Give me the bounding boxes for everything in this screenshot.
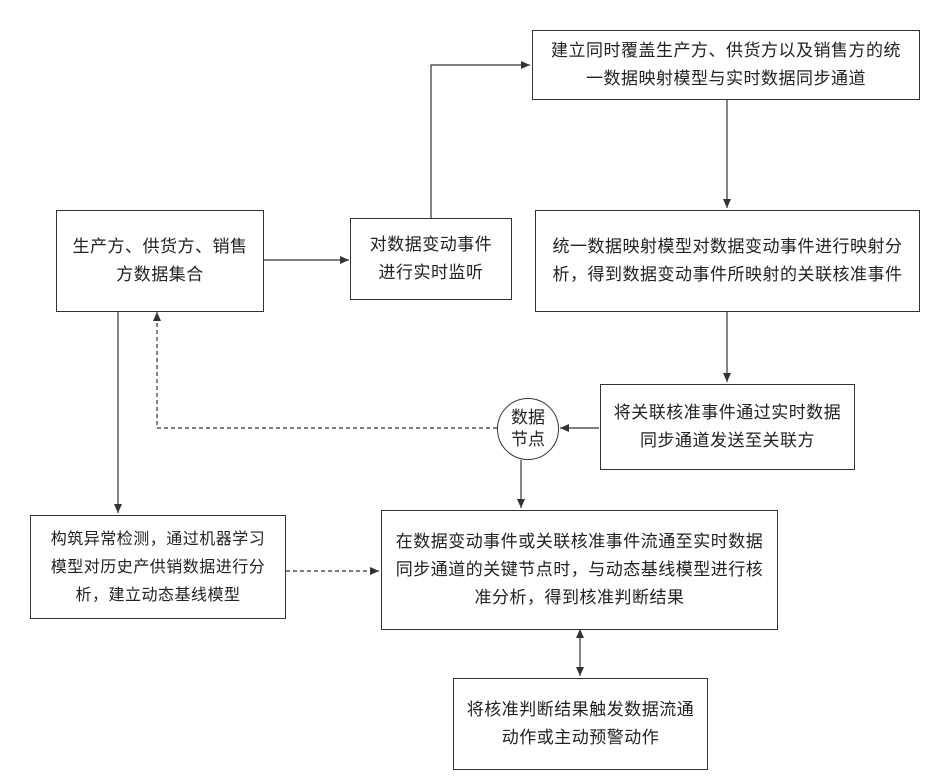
monitor-box: 对数据变动事件进行实时监听 [350, 218, 512, 300]
anomaly-box: 构筑异常检测，通过机器学习模型对历史产供销数据进行分析，建立动态基线模型 [30, 515, 286, 619]
dataset-box: 生产方、供货方、销售方数据集合 [56, 210, 264, 312]
mapping-model-box: 建立同时覆盖生产方、供货方以及销售方的统一数据映射模型与实时数据同步通道 [532, 30, 920, 100]
trigger-label: 将核准判断结果触发数据流通动作或主动预警动作 [466, 696, 695, 752]
data-node-circle: 数据节点 [497, 398, 559, 460]
verify-box: 在数据变动事件或关联核准事件流通至实时数据同步通道的关键节点时，与动态基线模型进… [381, 510, 778, 630]
anomaly-label: 构筑异常检测，通过机器学习模型对历史产供销数据进行分析，建立动态基线模型 [43, 525, 273, 609]
mapping-model-label: 建立同时覆盖生产方、供货方以及销售方的统一数据映射模型与实时数据同步通道 [545, 37, 907, 93]
send-label: 将关联核准事件通过实时数据同步通道发送至关联方 [613, 399, 842, 455]
arrow-monitor-to-mapping-model [431, 65, 530, 218]
trigger-box: 将核准判断结果触发数据流通动作或主动预警动作 [453, 678, 708, 770]
mapping-analysis-box: 统一数据映射模型对数据变动事件进行映射分析，得到数据变动事件所映射的关联核准事件 [535, 210, 920, 312]
data-node-label: 数据节点 [506, 407, 550, 451]
dataset-label: 生产方、供货方、销售方数据集合 [69, 233, 251, 289]
send-box: 将关联核准事件通过实时数据同步通道发送至关联方 [600, 384, 855, 470]
arrow-datanode-to-dataset [157, 312, 497, 428]
monitor-label: 对数据变动事件进行实时监听 [363, 231, 499, 287]
verify-label: 在数据变动事件或关联核准事件流通至实时数据同步通道的关键节点时，与动态基线模型进… [394, 528, 765, 612]
mapping-analysis-label: 统一数据映射模型对数据变动事件进行映射分析，得到数据变动事件所映射的关联核准事件 [548, 233, 907, 289]
